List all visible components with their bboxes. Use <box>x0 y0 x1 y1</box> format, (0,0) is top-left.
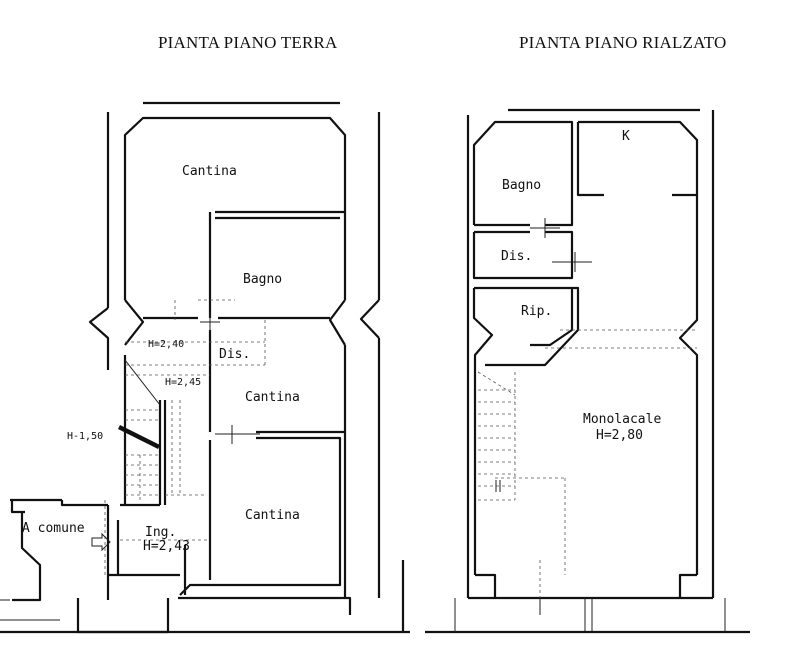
label-cantina-top: Cantina <box>182 164 237 179</box>
label-ing: Ing. <box>145 525 176 540</box>
label-monolocale: Monolacale <box>583 412 661 427</box>
label-bagno-raised: Bagno <box>502 178 541 193</box>
label-cantina-bottom: Cantina <box>245 508 300 523</box>
ground-dashed-guides <box>104 299 266 575</box>
ground-floor-plan: Cantina Bagno H=2,40 Dis. H=2,45 Cantina… <box>0 101 410 634</box>
label-bagno-ground: Bagno <box>243 272 282 287</box>
common-area-walls <box>10 498 108 602</box>
label-h-mono: H=2,80 <box>596 428 643 443</box>
ground-left-pilaster <box>88 307 110 370</box>
label-comune: A comune <box>22 521 85 536</box>
cantina-top-walls <box>123 116 347 300</box>
raised-rip-walls <box>472 286 574 575</box>
entrance-arrow-icon <box>91 532 111 552</box>
stair-diagonal <box>124 359 161 406</box>
raised-dis-walls <box>472 230 574 280</box>
stair-landing-bar <box>118 425 160 449</box>
raised-entrance-jamb <box>539 598 593 632</box>
ground-left-inner-pilaster <box>124 299 145 346</box>
raised-bottom-walls <box>468 573 713 600</box>
ground-right-inner-pilaster <box>328 299 346 346</box>
raised-stair-marker <box>495 480 501 492</box>
raised-cross-markers <box>530 218 592 272</box>
ground-cross-markers <box>200 312 260 444</box>
stairwell-walls <box>123 355 167 505</box>
ground-left-street <box>0 599 60 621</box>
label-k: K <box>622 129 630 144</box>
raised-stair-treads <box>477 371 566 575</box>
label-rip: Rip. <box>521 304 552 319</box>
label-dis-raised: Dis. <box>501 249 532 264</box>
label-h-side: H-1,50 <box>67 431 103 442</box>
raised-street-ticks <box>454 598 726 632</box>
raised-right-pilaster <box>678 195 699 575</box>
raised-rip-diagonal <box>485 286 580 367</box>
cantina-bottom-walls <box>179 436 342 596</box>
raised-floor-title: PIANTA PIANO RIALZATO <box>519 33 726 52</box>
raised-bagno-walls <box>472 120 574 227</box>
ground-base-walls <box>76 596 352 634</box>
raised-floor-plan: K Bagno Dis. Rip. Monolacale H=2,80 <box>425 108 750 634</box>
bagno-walls <box>208 212 347 318</box>
raised-kitchen-walls <box>576 120 699 197</box>
cantina-mid-walls <box>208 330 347 598</box>
raised-dashed-guides <box>539 329 697 598</box>
label-cantina-mid: Cantina <box>245 390 300 405</box>
stair-treads <box>125 400 205 500</box>
label-h-dis: H=2,40 <box>148 339 184 350</box>
ground-floor-title: PIANTA PIANO TERRA <box>158 33 338 52</box>
label-h-stair: H=2,45 <box>165 377 201 388</box>
label-dis-ground: Dis. <box>219 347 250 362</box>
ground-right-pilaster <box>359 299 380 339</box>
label-h-ing: H=2,43 <box>143 539 190 554</box>
